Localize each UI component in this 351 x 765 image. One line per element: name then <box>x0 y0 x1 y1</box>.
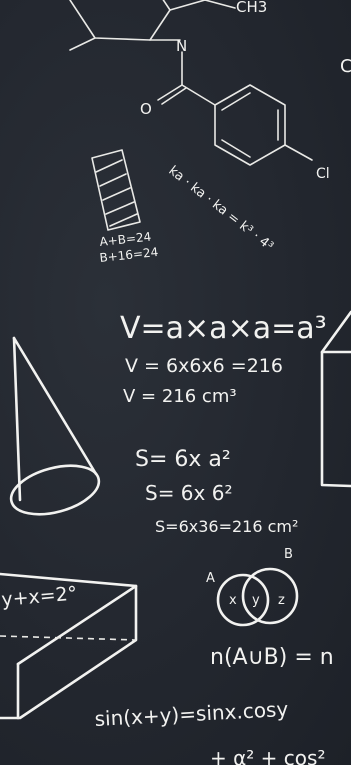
volume-formula-3: V = 216 cm³ <box>123 386 237 407</box>
sum-equation-2: B+16=24 <box>99 245 159 265</box>
box-drawing <box>0 572 138 720</box>
top-right-letter: C <box>340 56 351 77</box>
venn-middle-region: y <box>252 593 260 608</box>
chemical-structure-drawing <box>69 0 313 166</box>
chlorine-label: Cl <box>316 166 330 182</box>
surface-formula-1: S= 6x a² <box>135 447 231 472</box>
ch3-label: CH3 <box>236 0 267 16</box>
prism-drawing <box>320 310 351 488</box>
nitrogen-label: N <box>176 37 187 55</box>
cone-drawing <box>9 336 101 516</box>
venn-right-region: z <box>278 593 285 608</box>
oxygen-label: O <box>140 100 152 118</box>
diagonal-formula: ka · ka · ka = k³ · 4³ <box>166 163 276 254</box>
union-formula: n(A∪B) = n <box>210 645 334 670</box>
surface-formula-3: S=6x36=216 cm² <box>155 517 298 536</box>
volume-formula-1: V=a×a×a=a³ <box>120 311 327 346</box>
venn-left-region: x <box>229 593 237 608</box>
venn-label-b: B <box>284 547 293 562</box>
hatched-rectangle-drawing <box>91 149 141 231</box>
venn-diagram <box>216 567 299 627</box>
angle-equation: y+x=2° <box>1 582 79 611</box>
volume-formula-2: V = 6x6x6 =216 <box>125 355 283 377</box>
trig-identity: sin(x+y)=sinx.cosy <box>94 697 289 731</box>
venn-label-a: A <box>206 571 215 586</box>
bottom-formula-fragment: + α² + cos² <box>210 746 325 765</box>
surface-formula-2: S= 6x 6² <box>145 481 232 505</box>
sum-equation-1: A+B=24 <box>99 230 152 249</box>
